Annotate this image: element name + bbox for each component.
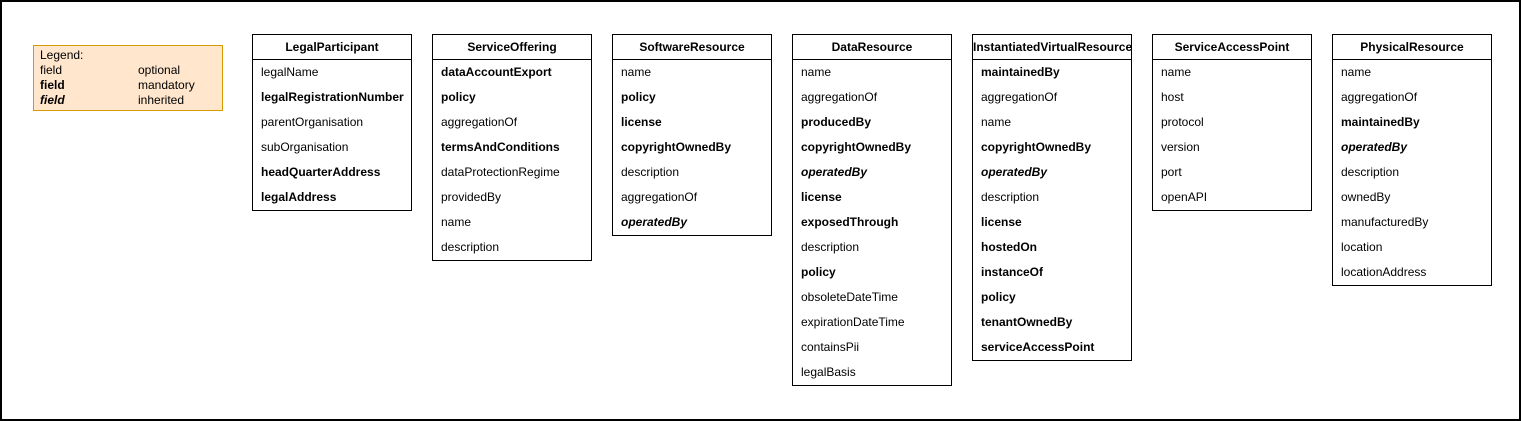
entity-field: manufacturedBy xyxy=(1341,215,1429,229)
entity-field: name xyxy=(1341,65,1372,79)
entity-fields: legalName legalRegistrationNumber parentOr… xyxy=(253,60,411,210)
entity-fields: name policy license copyrightOwnedBy descrip… xyxy=(613,60,771,235)
entity-field: maintainedBy xyxy=(981,65,1060,79)
entity-field: parentOrganisation xyxy=(261,115,364,129)
entity-field: operatedBy xyxy=(801,165,868,179)
legend-title: Legend: xyxy=(40,48,84,62)
legend-row: field optional xyxy=(40,63,216,78)
entity-field: version xyxy=(1161,140,1200,154)
entity-field: aggregationOf xyxy=(801,90,878,104)
entity-field: obsoleteDateTime xyxy=(801,290,898,304)
legend-field-sample-inherited: field xyxy=(40,93,65,107)
entity-field: license xyxy=(801,190,842,204)
entity-field: protocol xyxy=(1161,115,1204,129)
legend-field-sample-optional: field xyxy=(40,63,63,77)
entity-field: name xyxy=(621,65,652,79)
legend-row: field inherited xyxy=(40,93,216,108)
entity-field: containsPii xyxy=(801,340,860,354)
entity-field: hostedOn xyxy=(981,240,1037,254)
entity-title: SoftwareResource xyxy=(613,35,771,60)
entity-field: legalName xyxy=(261,65,319,79)
entity-title: ServiceOffering xyxy=(433,35,591,60)
entity-title: PhysicalResource xyxy=(1333,35,1491,60)
entity-field: legalRegistrationNumber xyxy=(261,90,404,104)
entity-fields: name aggregationOf maintainedBy operatedBy d… xyxy=(1333,60,1491,285)
entity-field: locationAddress xyxy=(1341,265,1427,279)
entity-field: tenantOwnedBy xyxy=(981,315,1073,329)
entity-field: location xyxy=(1341,240,1383,254)
legend-field-sample-mandatory: field xyxy=(40,78,65,92)
entity-field: instanceOf xyxy=(981,265,1044,279)
entity-field: dataAccountExport xyxy=(441,65,552,79)
entity-field: aggregationOf xyxy=(441,115,518,129)
entity-field: operatedBy xyxy=(981,165,1048,179)
entity-field: copyrightOwnedBy xyxy=(801,140,912,154)
entity-box-ServiceOffering: ServiceOffering dataAccountExport policy a… xyxy=(432,34,592,261)
entity-title: DataResource xyxy=(793,35,951,60)
entity-field: copyrightOwnedBy xyxy=(621,140,732,154)
entity-title: InstantiatedVirtualResource xyxy=(973,35,1132,60)
entity-field: description xyxy=(1341,165,1400,179)
entity-field: name xyxy=(801,65,832,79)
legend-meaning-inherited: inherited xyxy=(138,93,185,107)
entity-field: policy xyxy=(801,265,836,279)
entity-field: headQuarterAddress xyxy=(261,165,381,179)
entity-box-LegalParticipant: LegalParticipant legalName legalRegistrat… xyxy=(252,34,412,211)
entity-field: host xyxy=(1161,90,1184,104)
entity-field: operatedBy xyxy=(1341,140,1408,154)
entity-field: copyrightOwnedBy xyxy=(981,140,1092,154)
entity-field: name xyxy=(981,115,1012,129)
legend-row: field mandatory xyxy=(40,78,216,93)
entity-field: policy xyxy=(441,90,476,104)
entity-field: legalAddress xyxy=(261,190,337,204)
entity-box-InstantiatedVirtualResource: InstantiatedVirtualResource maintainedBy… xyxy=(972,34,1132,361)
entity-field: license xyxy=(981,215,1022,229)
entity-field: exposedThrough xyxy=(801,215,899,229)
entity-field: description xyxy=(621,165,680,179)
entity-field: ownedBy xyxy=(1341,190,1391,204)
entity-field: serviceAccessPoint xyxy=(981,340,1095,354)
entity-field: name xyxy=(1161,65,1192,79)
entity-field: aggregationOf xyxy=(981,90,1058,104)
entity-field: aggregationOf xyxy=(1341,90,1418,104)
entity-title: ServiceAccessPoint xyxy=(1153,35,1311,60)
legend-box: Legend: field optional field mandatory f… xyxy=(33,45,223,111)
entity-title: LegalParticipant xyxy=(253,35,411,60)
entity-field: producedBy xyxy=(801,115,872,129)
entity-field: policy xyxy=(981,290,1016,304)
entity-box-ServiceAccessPoint: ServiceAccessPoint name host protocol versi… xyxy=(1152,34,1312,211)
entity-field: aggregationOf xyxy=(621,190,698,204)
entity-field: license xyxy=(621,115,662,129)
entity-field: description xyxy=(441,240,500,254)
entity-field: providedBy xyxy=(441,190,502,204)
entity-field: expirationDateTime xyxy=(801,315,905,329)
entity-fields: name aggregationOf producedBy copyrightOwne… xyxy=(793,60,951,385)
entity-box-DataResource: DataResource name aggregationOf producedBy… xyxy=(792,34,952,386)
entity-field: subOrganisation xyxy=(261,140,349,154)
entity-field: name xyxy=(441,215,472,229)
entity-field: description xyxy=(981,190,1040,204)
entity-field: legalBasis xyxy=(801,365,856,379)
entity-box-PhysicalResource: PhysicalResource name aggregationOf mainta… xyxy=(1332,34,1492,286)
entity-fields: name host protocol version port openAPI xyxy=(1153,60,1311,210)
entity-field: policy xyxy=(621,90,656,104)
entity-box-SoftwareResource: SoftwareResource name policy license copyri… xyxy=(612,34,772,236)
legend-meaning-optional: optional xyxy=(138,63,181,77)
entity-fields: dataAccountExport policy aggregationOf term… xyxy=(433,60,591,260)
entity-field: description xyxy=(801,240,860,254)
entity-fields: maintainedBy aggregationOf name copyrightOw… xyxy=(973,60,1131,360)
entity-field: openAPI xyxy=(1161,190,1208,204)
entity-field: termsAndConditions xyxy=(441,140,560,154)
entity-field: operatedBy xyxy=(621,215,688,229)
entity-field: dataProtectionRegime xyxy=(441,165,560,179)
entity-field: maintainedBy xyxy=(1341,115,1420,129)
entity-field: port xyxy=(1161,165,1182,179)
legend-meaning-mandatory: mandatory xyxy=(138,78,195,92)
